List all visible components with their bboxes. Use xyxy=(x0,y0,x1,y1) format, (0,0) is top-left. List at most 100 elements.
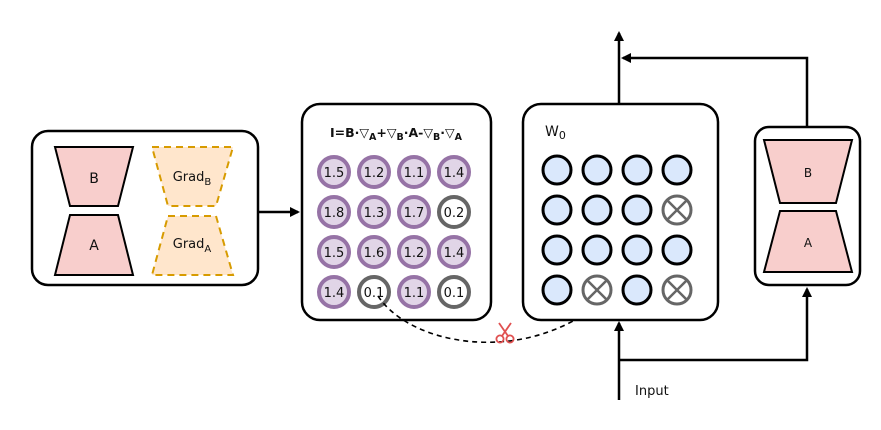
weight-node xyxy=(621,274,653,306)
importance-node-value: 1.5 xyxy=(324,246,345,261)
importance-node-circle xyxy=(357,155,391,189)
importance-node-value: 1.8 xyxy=(324,206,345,221)
importance-node: 0.2 xyxy=(437,195,471,229)
weight-node xyxy=(621,154,653,186)
importance-node-circle xyxy=(317,235,351,269)
pruned-cross-stroke xyxy=(666,199,688,221)
importance-node-circle xyxy=(317,275,351,309)
weight-node-circle xyxy=(621,194,653,226)
circle-x-icon xyxy=(661,194,693,226)
importance-node-circle xyxy=(357,275,391,309)
weight-node xyxy=(621,234,653,266)
importance-node: 1.4 xyxy=(437,155,471,189)
importance-node-value: 1.2 xyxy=(404,246,425,261)
importance-node: 1.4 xyxy=(437,235,471,269)
importance-node-value: 0.1 xyxy=(444,286,465,301)
circle-x-icon xyxy=(581,274,613,306)
weight-node-circle xyxy=(621,234,653,266)
importance-node-value: 1.3 xyxy=(364,206,385,221)
grad-b-trapezoid xyxy=(150,146,235,207)
weight-node-circle xyxy=(581,194,613,226)
grad-a-trapezoid xyxy=(150,215,235,276)
weight-node xyxy=(541,234,573,266)
weight-node-circle xyxy=(621,274,653,306)
weight-node-circle xyxy=(541,194,573,226)
importance-node: 1.8 xyxy=(317,195,351,229)
importance-node-circle xyxy=(317,195,351,229)
weight-node xyxy=(621,194,653,226)
weight-node xyxy=(541,274,573,306)
importance-node: 1.7 xyxy=(397,195,431,229)
importance-node-value: 1.6 xyxy=(364,246,385,261)
weight-node-circle xyxy=(581,234,613,266)
importance-node-circle xyxy=(397,235,431,269)
grad-b-label: GradB xyxy=(173,170,212,188)
weight-node xyxy=(541,194,573,226)
weight-node-circle xyxy=(621,154,653,186)
importance-node: 1.1 xyxy=(397,155,431,189)
right-matrix-b-label: B xyxy=(804,166,812,180)
importance-node: 1.2 xyxy=(357,155,391,189)
importance-node: 1.5 xyxy=(317,155,351,189)
circle-x-icon xyxy=(661,274,693,306)
pruned-cross-stroke xyxy=(586,279,608,301)
importance-node-value: 1.4 xyxy=(444,246,465,261)
importance-node: 1.3 xyxy=(357,195,391,229)
weight-node xyxy=(581,154,613,186)
weight-node xyxy=(581,234,613,266)
importance-node-value: 1.1 xyxy=(404,286,425,301)
importance-node-value: 0.1 xyxy=(364,286,385,301)
weight-node xyxy=(541,154,573,186)
weight-box: W0 xyxy=(521,102,720,322)
importance-node: 0.1 xyxy=(357,275,391,309)
grad-a-label: GradA xyxy=(173,237,212,255)
importance-node-value: 0.2 xyxy=(444,206,465,221)
importance-node: 1.2 xyxy=(397,235,431,269)
weight-node-circle xyxy=(541,154,573,186)
importance-node-circle xyxy=(357,195,391,229)
importance-node-circle xyxy=(437,195,471,229)
right-matrix-b-trapezoid xyxy=(762,139,854,204)
importance-box-frame xyxy=(300,102,493,322)
importance-node: 0.1 xyxy=(437,275,471,309)
importance-node-circle xyxy=(437,235,471,269)
scissors-icon xyxy=(495,322,515,344)
weight-node-circle xyxy=(541,274,573,306)
matrix-a-label: A xyxy=(89,238,99,254)
weight-node-circle xyxy=(661,234,693,266)
importance-score-grid: 1.5 1.2 1.1 1.4 1.8 1.3 1.7 0.2 1.5 1.6 1.2 1.4 1.4 0… xyxy=(317,155,471,309)
importance-node-circle xyxy=(357,235,391,269)
matrix-b-label: B xyxy=(89,171,99,187)
importance-formula: I=B·▽A+▽B·A-▽B·▽A xyxy=(330,125,463,143)
importance-box: I=B·▽A+▽B·A-▽B·▽A 1.5 1.2 1.1 1.4 1.8 1.3 1.7 0… xyxy=(300,102,493,322)
weight-node-grid xyxy=(541,154,693,306)
left-lora-box: B A GradB GradA xyxy=(30,129,260,287)
right-lora-box: B A xyxy=(753,125,862,287)
importance-node-value: 1.7 xyxy=(404,206,425,221)
importance-node-value: 1.4 xyxy=(324,286,345,301)
weight-node xyxy=(581,194,613,226)
weight-node xyxy=(661,154,693,186)
importance-node: 1.1 xyxy=(397,275,431,309)
importance-node-circle xyxy=(397,275,431,309)
importance-node-circle xyxy=(397,155,431,189)
input-label: Input xyxy=(635,384,669,399)
matrix-b-trapezoid xyxy=(53,146,135,207)
importance-node-circle xyxy=(317,155,351,189)
pruned-cross-stroke xyxy=(666,279,688,301)
importance-node: 1.6 xyxy=(357,235,391,269)
right-matrix-a-label: A xyxy=(804,236,813,250)
right-matrix-a-trapezoid xyxy=(762,210,854,273)
weight-node xyxy=(661,234,693,266)
lora-output-merge xyxy=(621,53,809,127)
weight-node-circle xyxy=(661,154,693,186)
importance-node: 1.4 xyxy=(317,275,351,309)
importance-node-value: 1.4 xyxy=(444,166,465,181)
weight-node-circle xyxy=(581,154,613,186)
matrix-a-trapezoid xyxy=(53,214,135,276)
importance-node-value: 1.5 xyxy=(324,166,345,181)
importance-node-circle xyxy=(397,195,431,229)
weight-node-circle xyxy=(541,234,573,266)
importance-node-value: 1.1 xyxy=(404,166,425,181)
